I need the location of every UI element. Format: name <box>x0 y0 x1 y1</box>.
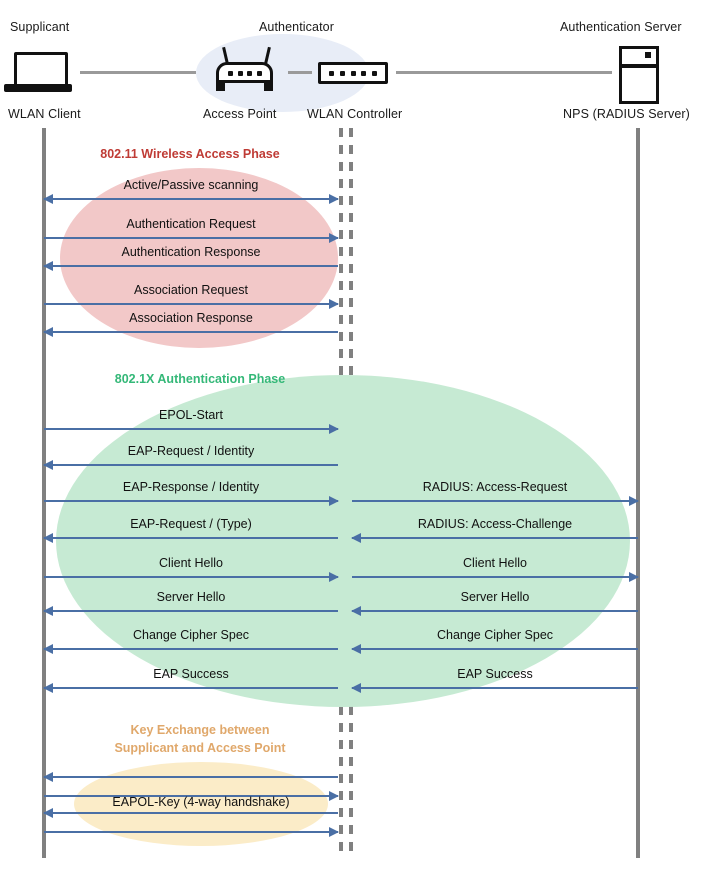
arrow-head-right-icon <box>329 790 339 801</box>
message-line <box>352 537 638 539</box>
message-line <box>44 303 338 305</box>
arrow-head-left-icon <box>43 459 53 470</box>
lifeline-supplicant <box>42 128 46 858</box>
message-line <box>44 500 338 502</box>
arrow-head-left-icon <box>43 682 53 693</box>
arrow-head-left-icon <box>43 605 53 616</box>
message-line <box>44 198 338 200</box>
message-line <box>44 648 338 650</box>
message-line <box>352 500 638 502</box>
message-line <box>44 576 338 578</box>
message-line <box>44 428 338 430</box>
lifeline-auth-server <box>636 128 640 858</box>
message-line <box>352 648 638 650</box>
actor-device-wlan-controller: WLAN Controller <box>307 107 403 121</box>
message-label: Change Cipher Spec <box>132 628 250 642</box>
arrow-head-right-icon <box>329 495 339 506</box>
message-label: Authentication Response <box>121 245 261 259</box>
arrow-head-left-icon <box>43 807 53 818</box>
message-line <box>44 265 338 267</box>
message-line <box>352 687 638 689</box>
arrow-head-left-icon <box>351 682 361 693</box>
message-line <box>44 795 338 797</box>
arrow-head-right-icon <box>329 423 339 434</box>
phase-keyexchange-title-line1: Key Exchange between <box>130 723 270 737</box>
arrow-head-right-icon <box>329 232 339 243</box>
wire-ap-to-controller <box>288 71 312 74</box>
message-label: Server Hello <box>460 590 530 604</box>
message-line <box>44 464 338 466</box>
phase-8021x-region <box>56 375 630 707</box>
actor-role-authenticator: Authenticator <box>259 20 334 34</box>
arrow-head-left-icon <box>351 532 361 543</box>
message-line <box>44 812 338 814</box>
message-label: EPOL-Start <box>159 408 223 422</box>
message-label: EAP Success <box>153 667 229 681</box>
message-label: Server Hello <box>156 590 226 604</box>
actor-device-wlan-client: WLAN Client <box>8 107 81 121</box>
arrow-head-left-icon <box>43 643 53 654</box>
message-label: Active/Passive scanning <box>123 178 259 192</box>
message-line <box>44 237 338 239</box>
message-label: EAP-Request / Identity <box>127 444 255 458</box>
actor-device-nps-server: NPS (RADIUS Server) <box>563 107 690 121</box>
arrow-head-left-icon <box>43 260 53 271</box>
actor-role-supplicant: Supplicant <box>10 20 70 34</box>
message-label: EAP-Request / (Type) <box>130 517 252 531</box>
wire-controller-to-server <box>396 71 612 74</box>
arrow-head-right-icon <box>329 298 339 309</box>
phase-8021x-title: 802.1X Authentication Phase <box>114 372 286 386</box>
message-line <box>352 576 638 578</box>
message-line <box>44 776 338 778</box>
message-label: Change Cipher Spec <box>436 628 554 642</box>
message-label: Association Request <box>134 283 248 297</box>
actor-role-auth-server: Authentication Server <box>560 20 682 34</box>
message-line <box>44 610 338 612</box>
arrow-head-right-icon <box>629 495 639 506</box>
message-label: Client Hello <box>463 556 527 570</box>
arrow-head-left-icon <box>43 326 53 337</box>
arrow-head-right-icon <box>629 571 639 582</box>
message-label: RADIUS: Access-Challenge <box>417 517 573 531</box>
arrow-head-left-icon <box>43 193 53 204</box>
message-line <box>44 687 338 689</box>
arrow-head-left-icon <box>43 771 53 782</box>
message-line <box>44 331 338 333</box>
arrow-head-left-icon <box>43 532 53 543</box>
arrow-head-right-icon <box>329 193 339 204</box>
arrow-head-left-icon <box>351 605 361 616</box>
message-label: EAP Success <box>457 667 533 681</box>
wire-client-to-ap <box>80 71 196 74</box>
message-line <box>44 831 338 833</box>
message-label: Authentication Request <box>126 217 256 231</box>
message-label: Association Response <box>129 311 253 325</box>
message-line <box>352 610 638 612</box>
phase-80211-title: 802.11 Wireless Access Phase <box>100 147 280 161</box>
message-label: RADIUS: Access-Request <box>422 480 568 494</box>
message-label: Client Hello <box>159 556 223 570</box>
actor-device-access-point: Access Point <box>203 107 277 121</box>
eapol-key-group-label: EAPOL-Key (4-way handshake) <box>112 795 290 809</box>
arrow-head-left-icon <box>351 643 361 654</box>
phase-keyexchange-title-line2: Supplicant and Access Point <box>114 741 286 755</box>
message-line <box>44 537 338 539</box>
arrow-head-right-icon <box>329 571 339 582</box>
arrow-head-right-icon <box>329 826 339 837</box>
message-label: EAP-Response / Identity <box>122 480 260 494</box>
